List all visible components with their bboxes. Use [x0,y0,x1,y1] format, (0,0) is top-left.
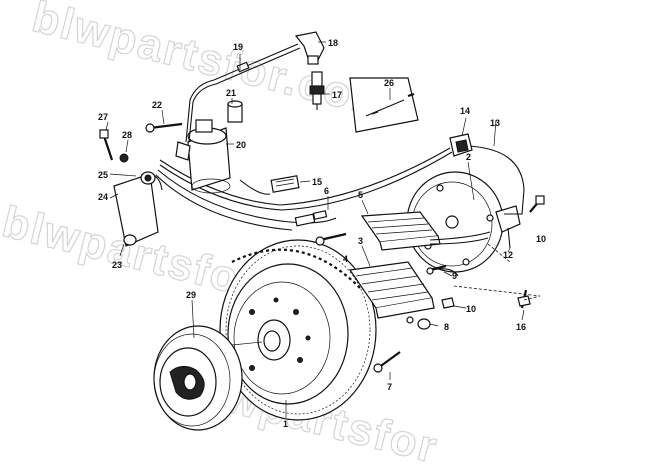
callout-29: 29 [186,290,196,300]
ground-wire [465,145,525,215]
sleeve-8 [417,318,431,330]
callout-26: 26 [384,78,394,88]
terminal-inset [349,77,419,133]
pulser-bracket [495,205,521,249]
wiring-harness [155,147,453,231]
mounting-bracket [113,173,163,247]
stator-coil-lower [348,261,435,324]
callout-3: 3 [358,236,363,246]
callout-14: 14 [460,106,470,116]
callout-12: 12 [503,250,513,260]
callout-28: 28 [122,130,132,140]
callout-10-right: 10 [536,234,546,244]
wire-connector [294,210,328,227]
screw-16 [517,289,531,309]
leader-lines [105,41,525,418]
screw-27 [99,129,114,161]
callout-21: 21 [226,88,236,98]
callout-20: 20 [236,140,246,150]
callout-2: 2 [466,152,471,162]
callout-22: 22 [152,100,162,110]
callout-15: 15 [312,177,322,187]
bracket-grommet [140,171,156,185]
callout-10-lower: 10 [466,304,476,314]
callout-5: 5 [358,190,363,200]
spark-plug [309,71,325,110]
spacer [227,100,243,123]
assembly-guide-line [453,285,541,301]
callout-17: 17 [332,90,342,100]
callout-19: 19 [233,42,243,52]
callout-9: 9 [452,271,457,281]
callout-7: 7 [387,382,392,392]
callout-4: 4 [343,254,348,264]
screw-9 [426,264,447,275]
washer [119,153,129,163]
flywheel [219,239,377,421]
nut-10-lower [441,297,455,309]
callout-8: 8 [444,322,449,332]
callout-6: 6 [324,186,329,196]
stator-plate [406,171,504,273]
screw-6 [315,232,347,246]
callout-18: 18 [328,38,338,48]
high-tension-lead [185,43,299,143]
screw-7 [373,351,401,373]
screw-22 [145,122,183,133]
grommet [449,133,473,157]
callout-25: 25 [98,170,108,180]
callout-23: 23 [112,260,122,270]
watermark-text-top: blwpartsfor.com [28,0,399,129]
harness-connector [270,175,300,193]
callout-24: 24 [98,192,108,202]
callout-labels: 1 2 3 4 5 6 7 8 9 10 10 12 13 14 15 16 1… [98,38,546,429]
pulley [153,325,263,431]
callout-1: 1 [283,419,288,429]
ignition-coil [175,119,231,194]
callout-13: 13 [490,118,500,128]
screw-18-right [529,195,545,213]
spark-plug-cap [294,31,325,65]
callout-16: 16 [516,322,526,332]
stator-coil-upper [360,211,441,251]
callout-27: 27 [98,112,108,122]
